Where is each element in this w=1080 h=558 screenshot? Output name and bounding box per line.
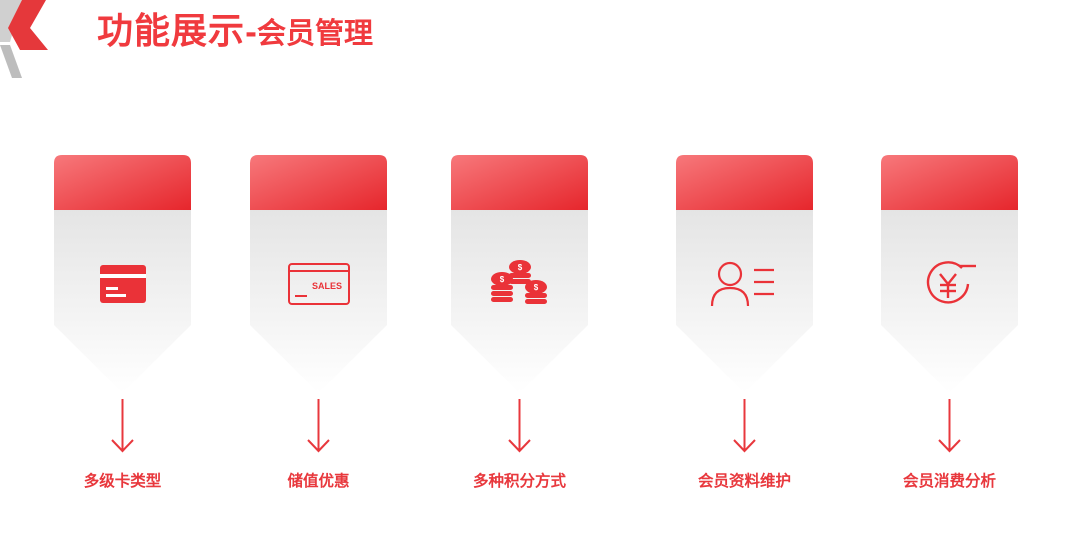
feature-card-member-profile: 会员资料维护 bbox=[676, 155, 813, 495]
card-label: 会员资料维护 bbox=[697, 472, 791, 490]
down-arrow-icon bbox=[938, 399, 961, 453]
card-label: 会员消费分析 bbox=[902, 472, 996, 490]
card-shape bbox=[250, 155, 387, 393]
page-title-sub: -会员管理 bbox=[245, 16, 374, 50]
member-profile-icon bbox=[676, 253, 813, 315]
feature-card-points: $ $ $ 多种积分方式 bbox=[451, 155, 588, 495]
card-shape bbox=[881, 155, 1018, 393]
svg-text:$: $ bbox=[517, 263, 522, 272]
page-title-main: 功能展示 bbox=[97, 11, 246, 52]
down-arrow-icon bbox=[508, 399, 531, 453]
down-arrow-icon bbox=[733, 399, 756, 453]
page-title: 功能展示 -会员管理 bbox=[97, 6, 373, 58]
card-shape bbox=[676, 155, 813, 393]
sales-card-icon: SALES bbox=[250, 253, 387, 315]
card-label: 多级卡类型 bbox=[83, 472, 162, 490]
yuan-analysis-icon bbox=[881, 253, 1018, 315]
card-label: 多种积分方式 bbox=[472, 472, 566, 490]
svg-text:$: $ bbox=[533, 283, 538, 292]
down-arrow-icon bbox=[307, 399, 330, 453]
coins-icon: $ $ $ bbox=[451, 253, 588, 315]
credit-card-icon bbox=[54, 253, 191, 315]
feature-card-consumption-analysis: 会员消费分析 bbox=[881, 155, 1018, 495]
down-arrow-icon bbox=[111, 399, 134, 453]
card-label: 储值优惠 bbox=[287, 472, 350, 490]
sales-text: SALES bbox=[311, 281, 341, 291]
corner-logo bbox=[0, 0, 60, 80]
feature-card-stored-value: SALES 储值优惠 bbox=[250, 155, 387, 495]
svg-text:$: $ bbox=[499, 275, 504, 284]
card-shape bbox=[451, 155, 588, 393]
feature-card-multi-card-type: 多级卡类型 bbox=[54, 155, 191, 495]
